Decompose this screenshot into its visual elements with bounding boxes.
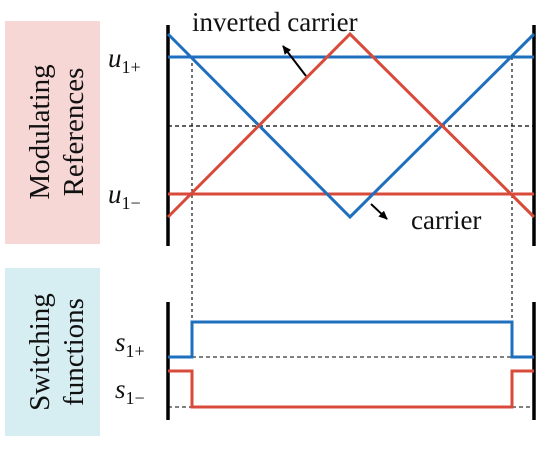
modulating-label-line1: Modulating xyxy=(24,64,56,199)
carrier-arrow xyxy=(370,203,388,220)
carrier-label: carrier xyxy=(411,205,481,235)
modulating-label-line2: References xyxy=(58,68,90,197)
carrier-wave xyxy=(166,32,536,220)
inverted-carrier-arrow xyxy=(282,45,307,77)
switching-functions-box xyxy=(5,268,100,436)
inverted-carrier-label: inverted carrier xyxy=(192,7,358,37)
modulating-references-box xyxy=(5,21,100,244)
switching-function-s-minus xyxy=(168,369,534,409)
u-minus-label: u1− xyxy=(108,179,141,213)
switching-function-s-plus xyxy=(168,320,534,359)
u-plus-label: u1+ xyxy=(108,43,141,77)
s-plus-label: s1+ xyxy=(115,327,145,361)
switching-label-line2: functions xyxy=(58,298,90,406)
inverted-carrier-wave xyxy=(166,31,536,219)
switching-label-line1: Switching xyxy=(24,293,56,411)
s-minus-label: s1− xyxy=(115,374,145,408)
